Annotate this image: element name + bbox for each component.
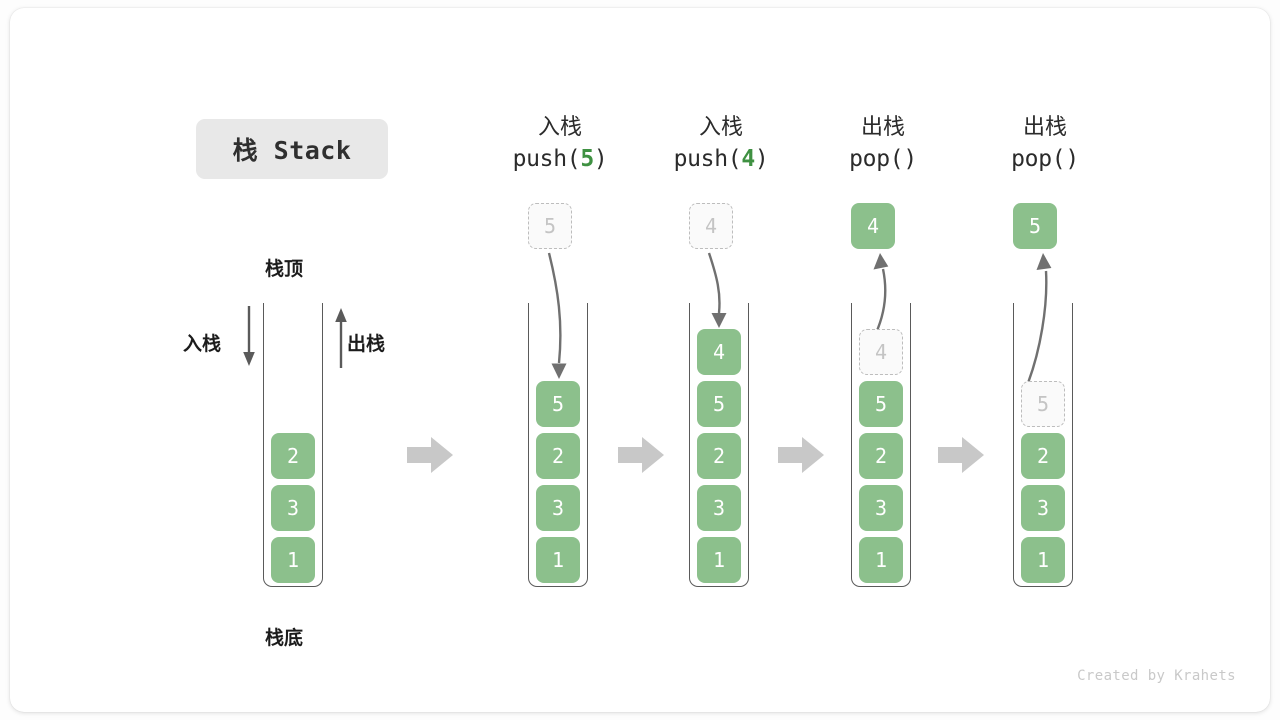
pop-direction-arrow bbox=[335, 308, 347, 368]
flow-arrow bbox=[407, 437, 453, 473]
stack-cell: 5 bbox=[536, 381, 580, 427]
floating-element: 5 bbox=[528, 203, 572, 249]
operation-code: pop() bbox=[990, 143, 1100, 175]
flow-arrow bbox=[938, 437, 984, 473]
stack-frame-initial bbox=[263, 303, 323, 587]
pop-motion-arrow bbox=[873, 253, 889, 334]
stack-bottom-label: 栈底 bbox=[265, 627, 304, 649]
push-side-label: 入栈 bbox=[183, 333, 222, 355]
stage-push-4: 入栈 push(4) 4 4 5 2 3 1 bbox=[666, 113, 776, 603]
popped-element: 5 bbox=[1013, 203, 1057, 249]
stack-cell: 1 bbox=[697, 537, 741, 583]
credit-text: Created by Krahets bbox=[1077, 668, 1236, 684]
stack-top-label: 栈顶 bbox=[265, 258, 304, 280]
stack-cell: 1 bbox=[1021, 537, 1065, 583]
operation-name-cn: 入栈 bbox=[698, 115, 743, 140]
diagram-title: 栈 Stack bbox=[196, 119, 388, 179]
stack-cell: 3 bbox=[859, 485, 903, 531]
stack-cell: 3 bbox=[536, 485, 580, 531]
code-suffix: ) bbox=[593, 146, 608, 172]
operation-name-cn: 入栈 bbox=[537, 115, 582, 140]
stage-push-5: 入栈 push(5) 5 5 2 3 1 bbox=[505, 113, 615, 603]
stage-pop-5: 出栈 pop() 5 5 2 3 1 bbox=[990, 113, 1100, 603]
stage-pop-4: 出栈 pop() 4 4 5 2 3 1 bbox=[828, 113, 938, 603]
floating-element: 4 bbox=[689, 203, 733, 249]
stack-frame bbox=[851, 303, 911, 587]
stack-cell: 3 bbox=[1021, 485, 1065, 531]
stack-cell: 3 bbox=[271, 485, 315, 531]
code-prefix: push( bbox=[512, 146, 581, 172]
stage-header: 出栈 pop() bbox=[828, 113, 938, 175]
stage-header: 入栈 push(5) bbox=[505, 113, 615, 175]
operation-name-cn: 出栈 bbox=[860, 115, 905, 140]
stack-cell: 2 bbox=[1021, 433, 1065, 479]
vacated-slot: 4 bbox=[859, 329, 903, 375]
stack-frame bbox=[528, 303, 588, 587]
flow-arrow bbox=[778, 437, 824, 473]
code-prefix: pop( bbox=[1011, 146, 1066, 172]
stage-initial: 栈顶 栈底 入栈 出栈 2 3 1 bbox=[180, 248, 410, 649]
stage-header: 入栈 push(4) bbox=[666, 113, 776, 175]
stack-cell: 2 bbox=[697, 433, 741, 479]
pop-side-label: 出栈 bbox=[347, 333, 386, 355]
code-suffix: ) bbox=[1065, 146, 1079, 172]
stack-cell: 3 bbox=[697, 485, 741, 531]
pop-motion-arrow bbox=[1026, 253, 1052, 384]
operation-name-cn: 出栈 bbox=[1022, 115, 1067, 140]
code-prefix: push( bbox=[673, 146, 742, 172]
operation-code: push(4) bbox=[666, 143, 776, 175]
code-suffix: ) bbox=[903, 146, 917, 172]
stack-cell: 2 bbox=[271, 433, 315, 479]
stack-cell: 1 bbox=[859, 537, 903, 583]
stack-cell: 2 bbox=[859, 433, 903, 479]
stack-cell: 1 bbox=[536, 537, 580, 583]
stack-frame bbox=[689, 303, 749, 587]
stack-cell: 4 bbox=[697, 329, 741, 375]
code-arg: 4 bbox=[741, 146, 755, 172]
vacated-slot: 5 bbox=[1021, 381, 1065, 427]
code-suffix: ) bbox=[754, 146, 769, 172]
operation-code: push(5) bbox=[505, 143, 615, 175]
stack-frame bbox=[1013, 303, 1073, 587]
operation-code: pop() bbox=[828, 143, 938, 175]
stage-header: 出栈 pop() bbox=[990, 113, 1100, 175]
code-arg: 5 bbox=[580, 146, 594, 172]
popped-element: 4 bbox=[851, 203, 895, 249]
code-prefix: pop( bbox=[849, 146, 904, 172]
stack-cell: 5 bbox=[859, 381, 903, 427]
push-direction-arrow bbox=[243, 306, 255, 366]
push-motion-arrow bbox=[547, 252, 567, 379]
flow-arrow bbox=[618, 437, 664, 473]
stack-cell: 1 bbox=[271, 537, 315, 583]
push-motion-arrow bbox=[707, 252, 727, 328]
diagram-card: 栈 Stack 栈顶 栈底 入栈 出栈 2 3 1 入 bbox=[10, 8, 1270, 712]
stack-cell: 5 bbox=[697, 381, 741, 427]
stack-cell: 2 bbox=[536, 433, 580, 479]
